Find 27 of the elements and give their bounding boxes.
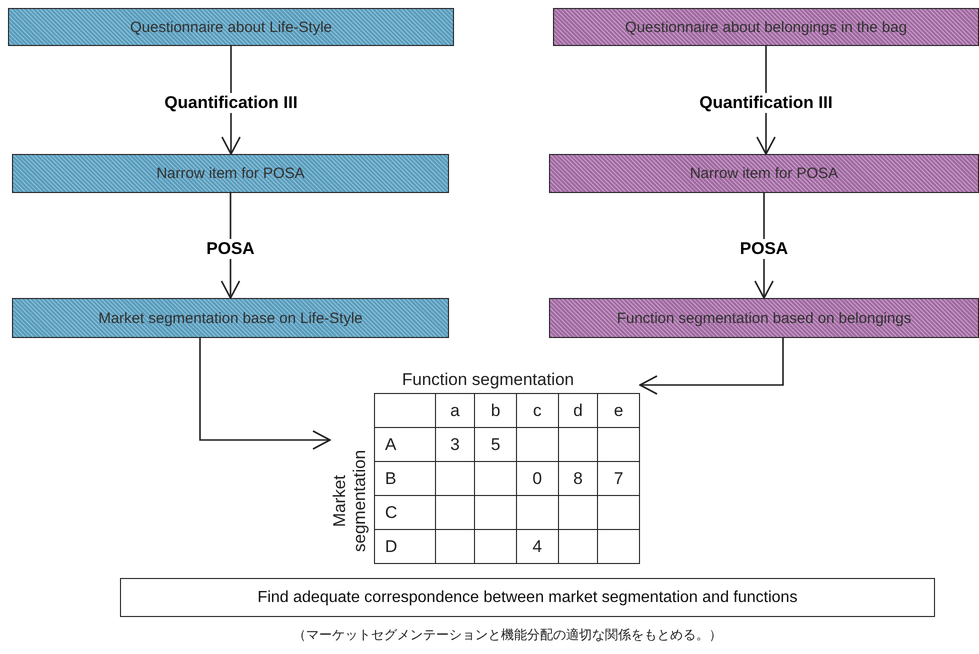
arrow [199, 338, 331, 450]
column-heading: Function segmentation [402, 370, 574, 390]
caption-text: （マーケットセグメンテーションと機能分配の適切な関係をもとめる。） [293, 626, 722, 644]
table-cell: e [598, 394, 640, 428]
process-box: Market segmentation base on Life-Style [12, 298, 449, 338]
table-cell: B [374, 462, 436, 496]
table-cell: C [374, 496, 436, 530]
table-cell: b [474, 394, 516, 428]
process-box: Find adequate correspondence between market segmentation and functions [120, 578, 935, 617]
table-cell: 8 [558, 462, 598, 496]
process-box: Questionnaire about belongings in the bag [553, 8, 979, 46]
table-cell: a [435, 394, 475, 428]
table-cell: A [374, 428, 436, 462]
process-box: Questionnaire about Life-Style [8, 8, 454, 46]
table-cell: d [558, 394, 598, 428]
table-cell: 7 [598, 462, 640, 496]
table-cell: 5 [474, 428, 516, 462]
process-box: Narrow item for POSA [12, 154, 449, 193]
table-cell: 0 [516, 462, 558, 496]
process-box: Narrow item for POSA [549, 154, 979, 193]
table-cell: 3 [435, 428, 475, 462]
row-heading: Market segmentation [330, 448, 370, 554]
table-cell: D [374, 530, 436, 564]
arrow [639, 338, 784, 395]
table-cell: 4 [516, 530, 558, 564]
process-box: Function segmentation based on belongings [549, 298, 979, 338]
table-cell: c [516, 394, 558, 428]
